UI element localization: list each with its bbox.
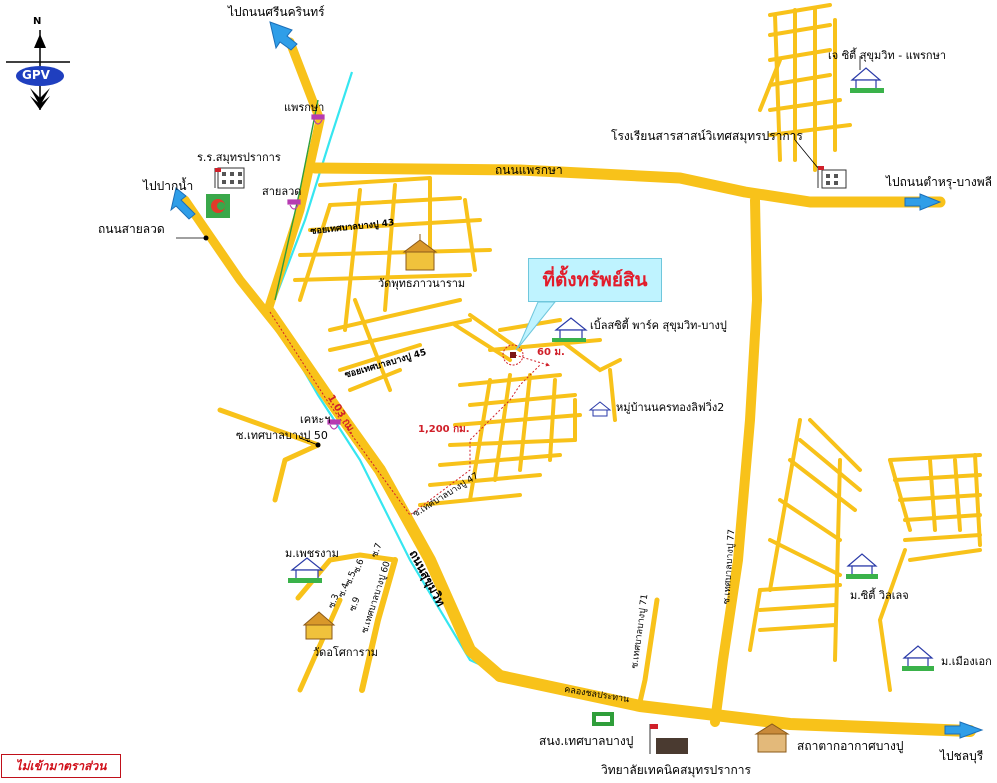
landmark-tech-college-label: วิทยาลัยเทคนิคสมุทรปราการ bbox=[601, 763, 751, 777]
direction-arrows bbox=[170, 21, 984, 739]
green-line bbox=[274, 99, 319, 301]
landmark-city-village-label: ม.ซิตี้ วิลเลจ bbox=[850, 589, 909, 602]
landmark-nakhon-thong-label: หมู่บ้านนครทองลิฟวิ่ง2 bbox=[616, 401, 725, 414]
municipal-office-icon bbox=[592, 712, 614, 726]
dest-tamru-label: ไปถนนตำหรุ-บางพลี bbox=[886, 175, 993, 189]
property-marker bbox=[510, 352, 516, 358]
dest-srinakarin-label: ไปถนนศรีนครินทร์ bbox=[228, 5, 325, 19]
landmark-muang-ek-label: ม.เมืองเอก bbox=[941, 655, 992, 668]
traffic-light-sailuat-icon bbox=[287, 199, 301, 210]
property-circle bbox=[502, 344, 524, 366]
temple-wat-phut-icon bbox=[402, 234, 438, 271]
tech-college-icon bbox=[649, 724, 688, 754]
school-samutprakan-icon bbox=[214, 167, 245, 189]
compass-icon bbox=[6, 30, 70, 110]
landmark-j-city-label: เจ ซิตี้ สุขุมวิท - แพรกษา bbox=[828, 49, 947, 62]
bangpu-resort-icon bbox=[754, 723, 790, 753]
arrow-srinakarin-icon bbox=[269, 21, 298, 51]
intersection-praeksa-label: แพรกษา bbox=[284, 101, 325, 114]
dest-paknam-label: ไปปากน้ำ bbox=[143, 179, 194, 193]
landmark-municipal-office-label: สนง.เทศบาลบางปู bbox=[539, 734, 634, 748]
house-bliss-icon bbox=[552, 317, 588, 342]
road-soi50-label: ซ.เทศบาลบางปู 50 bbox=[236, 429, 328, 442]
arrow-chonburi-icon bbox=[944, 721, 984, 739]
route-60m bbox=[514, 354, 550, 367]
road-sailuat-label: ถนนสายลวด bbox=[98, 222, 165, 236]
bank-logo-icon bbox=[206, 194, 230, 218]
house-muang-ek-icon bbox=[902, 645, 934, 671]
route-dotted-path bbox=[269, 311, 541, 516]
traffic-light-icons bbox=[287, 114, 341, 430]
traffic-light-kheha-icon bbox=[327, 419, 341, 430]
temple-asokaram-icon bbox=[302, 611, 336, 640]
distance-2-label: 1,200 กม. bbox=[418, 424, 470, 435]
landmark-school-samutprakan-label: ร.ร.สมุทรปราการ bbox=[197, 151, 281, 164]
scale-note: ไม่เข้ามาตราส่วน bbox=[1, 754, 121, 778]
landmark-bangpu-resort-label: สถาตากอากาศบางปู bbox=[797, 739, 904, 753]
house-nakhon-thong-icon bbox=[588, 401, 612, 417]
arrow-tamru-icon bbox=[904, 193, 942, 211]
traffic-light-praeksa-icon bbox=[311, 114, 325, 125]
school-science-icon bbox=[817, 166, 847, 189]
distance-3-label: 60 ม. bbox=[537, 347, 565, 358]
road-praeksa-label: ถนนแพรกษา bbox=[495, 163, 563, 177]
landmark-asokaram-label: วัดอโศการาม bbox=[313, 646, 378, 659]
minor-streets bbox=[293, 3, 982, 692]
landmark-science-school-label: โรงเรียนสารสาสน์วิเทศสมุทรปราการ bbox=[611, 129, 803, 143]
intersection-sailuat-label: สายลวด bbox=[262, 185, 302, 198]
house-j-city-icon bbox=[850, 67, 884, 93]
dest-chonburi-label: ไปชลบุรี bbox=[940, 749, 984, 763]
landmark-wat-phut-label: วัดพุทธภาวนาราม bbox=[378, 277, 466, 290]
house-phet-charam-icon bbox=[288, 557, 324, 583]
property-callout: ที่ตั้งทรัพย์สิน bbox=[528, 258, 662, 302]
major-roads bbox=[180, 37, 976, 737]
landmark-phet-charam-label: ม.เพชรงาม bbox=[285, 547, 339, 560]
landmark-bliss-label: เบิ้ลสซิตี้ พาร์ค สุขุมวิท-บางปู bbox=[590, 319, 727, 332]
callout-tail bbox=[517, 301, 557, 349]
house-city-village-icon bbox=[846, 553, 878, 579]
compass-logo-label: GPV bbox=[22, 68, 50, 82]
arrow-paknam-icon bbox=[170, 187, 196, 220]
intersection-kheha-label: เคหะฯ bbox=[300, 413, 331, 426]
compass-north-label: N bbox=[33, 16, 42, 27]
